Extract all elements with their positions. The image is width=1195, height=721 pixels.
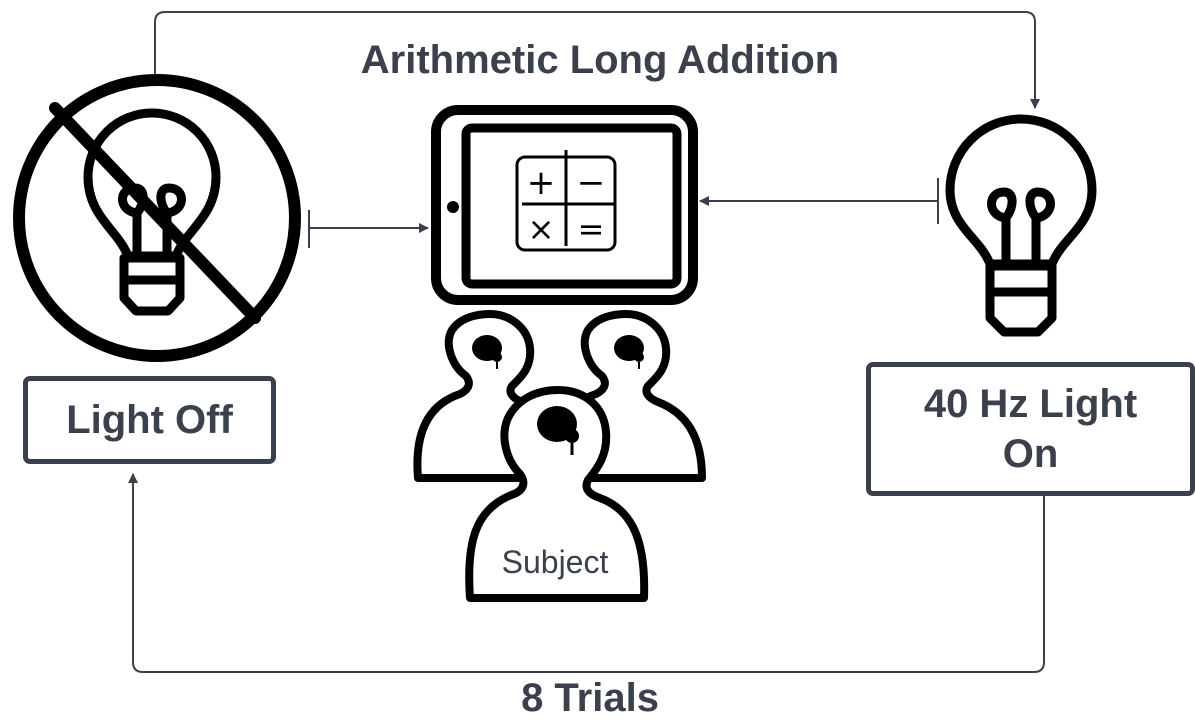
calc-times: × <box>528 210 555 248</box>
trials-label: 8 Trials <box>521 676 659 720</box>
person-icon <box>465 386 649 602</box>
calc-minus: − <box>577 163 606 203</box>
diagram-title: Arithmetic Long Addition <box>360 38 840 82</box>
bottom-loop-connector <box>128 473 1045 673</box>
top-loop-connector <box>154 11 1040 109</box>
light-on-label-line1: 40 Hz Light <box>923 382 1138 426</box>
calculator-icon: + − × = <box>515 150 617 252</box>
light-off-box: Light Off <box>23 376 276 464</box>
light-off-label: Light Off <box>66 397 233 442</box>
subject-label: Subject <box>501 544 609 580</box>
brain-icon <box>614 335 644 369</box>
brain-icon <box>472 335 502 369</box>
light-on-box: 40 Hz Light On <box>866 362 1195 496</box>
calc-equals: = <box>578 210 605 248</box>
lightbulb-off-icon <box>13 74 301 362</box>
calc-plus: + <box>527 163 556 203</box>
light-on-label-line2: On <box>1002 432 1059 476</box>
lightbulb-icon <box>945 114 1097 337</box>
brain-icon <box>537 406 579 455</box>
